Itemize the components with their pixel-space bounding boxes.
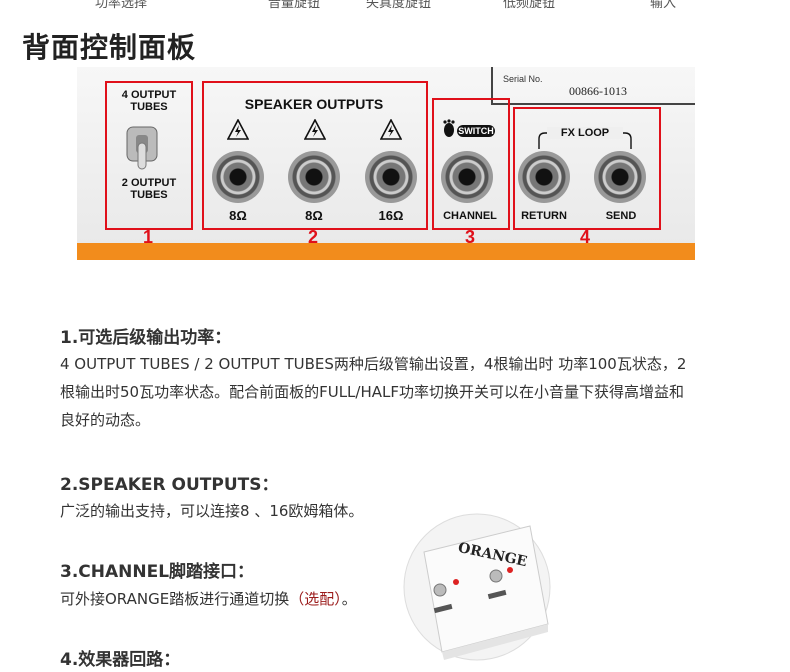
section-1-text: 4 OUTPUT TUBES / 2 OUTPUT TUBES两种后级管输出设置… xyxy=(60,350,686,434)
section-3-number: 3 xyxy=(465,227,476,247)
section-4-title: 4.效果器回路： xyxy=(60,650,181,670)
warning-icon xyxy=(227,119,249,140)
speaker-jack-1 xyxy=(212,151,264,203)
caption-volume: 音量旋钮 xyxy=(268,0,321,11)
serial-number: 00866-1013 xyxy=(569,84,627,98)
warning-icon xyxy=(304,119,326,140)
caption-input: 输入 xyxy=(650,0,677,11)
section-3-box xyxy=(432,98,510,230)
section-1-line-1: 4 OUTPUT TUBES / 2 OUTPUT TUBES两种后级管输出设置… xyxy=(60,355,687,373)
top-captions: 功率选择 音量旋钮 失真度旋钮 低频旋钮 输入 xyxy=(0,0,790,11)
section-1-number: 1 xyxy=(143,227,154,247)
footswitch-pedal-image: ORANGE xyxy=(403,513,551,661)
serial-box xyxy=(491,67,695,105)
section-2-title: 2.SPEAKER OUTPUTS： xyxy=(60,475,279,495)
section-3-highlight: （选配） xyxy=(289,590,342,608)
section-4-box xyxy=(513,107,661,230)
return-label: RETURN xyxy=(521,210,567,222)
output-tubes-2-label: 2 OUTPUT TUBES xyxy=(121,177,177,201)
serial-label: Serial No. xyxy=(503,74,543,84)
caption-gain: 失真度旋钮 xyxy=(366,0,432,11)
panel-orange-trim xyxy=(77,243,695,260)
section-2-box xyxy=(202,81,428,230)
channel-jack xyxy=(441,151,493,203)
output-tubes-4-label: 4 OUTPUT TUBES xyxy=(121,89,177,113)
warning-icon xyxy=(380,119,402,140)
send-label: SEND xyxy=(605,210,637,222)
section-3-text: 可外接ORANGE踏板进行通道切换（选配）。 xyxy=(60,585,357,613)
speaker-jack-3 xyxy=(365,151,417,203)
section-2-number: 2 xyxy=(308,227,319,247)
caption-power: 功率选择 xyxy=(95,0,148,11)
return-jack xyxy=(518,151,570,203)
section-3-title: 3.CHANNEL脚踏接口： xyxy=(60,562,255,582)
rear-panel-photo: Serial No. 00866-1013 4 OUTPUT TUBES 2 O… xyxy=(77,67,695,260)
fx-loop-title: FX LOOP xyxy=(547,127,623,139)
page-title: 背面控制面板 xyxy=(22,31,197,64)
caption-bass: 低频旋钮 xyxy=(503,0,556,11)
ohm-label-3: 16Ω xyxy=(378,208,404,223)
section-1-line-2: 根输出时50瓦功率状态。配合前面板的FULL/HALF功率切换开关可以在小音量下… xyxy=(60,383,684,401)
section-2-line-1: 广泛的输出支持，可以连接8 、16欧姆箱体。 xyxy=(60,502,364,520)
speaker-jack-2 xyxy=(288,151,340,203)
section-3-text-before: 可外接ORANGE踏板进行通道切换 xyxy=(60,590,290,608)
switch-badge: SWITCH xyxy=(457,125,495,137)
ohm-label-2: 8Ω xyxy=(305,208,323,223)
channel-label: CHANNEL xyxy=(443,210,497,222)
section-1-title: 1.可选后级输出功率： xyxy=(60,328,232,348)
send-jack xyxy=(594,151,646,203)
section-4-number: 4 xyxy=(580,227,591,247)
ohm-label-1: 8Ω xyxy=(229,208,247,223)
toggle-switch-icon xyxy=(126,126,158,170)
speaker-outputs-title: SPEAKER OUTPUTS xyxy=(244,96,384,112)
footprint-icon xyxy=(443,119,455,137)
section-1-box xyxy=(105,81,193,230)
section-3-text-after: 。 xyxy=(341,590,357,608)
section-2-text: 广泛的输出支持，可以连接8 、16欧姆箱体。 xyxy=(60,497,363,525)
section-1-line-3: 良好的动态。 xyxy=(60,411,151,429)
